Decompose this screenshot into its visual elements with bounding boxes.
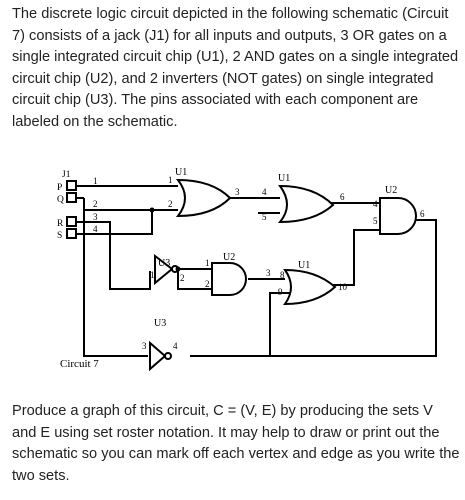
jack-pin-2: 2 bbox=[93, 199, 98, 209]
jack-socket-p bbox=[66, 180, 77, 191]
jack-j1: J1 P Q R S 1 2 3 4 bbox=[57, 170, 98, 241]
wire-q-to-or-a bbox=[83, 198, 178, 211]
jack-input-q: Q bbox=[57, 195, 64, 205]
or-gate-b-pin-5: 5 bbox=[262, 212, 267, 222]
jack-input-r: R bbox=[57, 219, 64, 229]
wires bbox=[83, 185, 437, 357]
and-gate-a-pin-5: 5 bbox=[373, 216, 378, 226]
intro-paragraph: The discrete logic circuit depicted in t… bbox=[12, 6, 459, 130]
wire-and-a-return bbox=[190, 219, 437, 357]
not-gate-b-bubble bbox=[164, 352, 172, 360]
wire-to-not-b bbox=[83, 318, 148, 357]
not-gate-b: U3 3 4 bbox=[142, 318, 178, 372]
task-paragraph: Produce a graph of this circuit, C = (V,… bbox=[12, 403, 460, 484]
not-gate-a-body bbox=[154, 253, 174, 286]
not-gate-a-pin-2: 2 bbox=[180, 273, 185, 283]
or-gate-a-chip-label: U1 bbox=[175, 167, 187, 178]
circuit-caption: Circuit 7 bbox=[60, 358, 99, 370]
not-gate-b-pin-4: 4 bbox=[173, 341, 178, 351]
or-gate-b-pin-4: 4 bbox=[262, 187, 267, 197]
not-gate-a-pin-1: 1 bbox=[150, 270, 155, 280]
wire-not-b-to-or-c bbox=[190, 292, 290, 357]
jack-input-s: S bbox=[57, 231, 62, 241]
and-gate-b-pin-3: 3 bbox=[266, 268, 271, 278]
jack-pin-1: 1 bbox=[93, 176, 98, 186]
or-gate-b: U1 4 5 6 bbox=[262, 173, 345, 224]
jack-socket-s bbox=[66, 228, 77, 239]
or-gate-a-pin-1: 1 bbox=[168, 175, 173, 185]
or-gate-a: U1 1 2 3 bbox=[168, 167, 240, 218]
or-gate-c-pin-8: 8 bbox=[280, 270, 285, 280]
or-gate-b-pin-6: 6 bbox=[340, 192, 345, 202]
or-gate-a-pin-2: 2 bbox=[168, 199, 173, 209]
or-gate-a-pin-3: 3 bbox=[235, 187, 240, 197]
or-gate-a-body bbox=[175, 178, 232, 218]
and-gate-b: U2 1 2 3 bbox=[205, 252, 271, 296]
wire-not-a-branch bbox=[177, 269, 212, 290]
and-gate-a: U2 4 5 6 bbox=[373, 185, 425, 235]
or-gate-c-pin-10: 10 bbox=[338, 282, 348, 292]
jack-pin-3: 3 bbox=[93, 212, 98, 222]
or-gate-c-chip-label: U1 bbox=[298, 260, 310, 271]
and-gate-b-pin-2: 2 bbox=[205, 279, 210, 289]
junction-dot bbox=[175, 266, 181, 272]
and-gate-b-body bbox=[211, 262, 247, 296]
and-gate-a-body bbox=[379, 197, 417, 235]
jack-socket-q bbox=[66, 192, 77, 203]
and-gate-b-pin-1: 1 bbox=[205, 258, 210, 268]
wire-or-c-to-and-a bbox=[332, 229, 380, 286]
not-gate-b-body bbox=[149, 340, 167, 372]
wire-s-to-or-a bbox=[84, 210, 153, 235]
jack-leads bbox=[76, 185, 84, 235]
junction-dot bbox=[149, 207, 155, 213]
and-gate-a-chip-label: U2 bbox=[385, 185, 397, 196]
or-gate-b-chip-label: U1 bbox=[278, 173, 290, 184]
junction-dots bbox=[149, 207, 181, 272]
and-gate-b-chip-label: U2 bbox=[223, 252, 235, 263]
and-gate-a-pin-6: 6 bbox=[420, 209, 425, 219]
jack-label: J1 bbox=[62, 170, 71, 180]
and-gate-a-pin-4: 4 bbox=[373, 199, 378, 209]
wire-r-to-not-a bbox=[84, 221, 151, 290]
not-gate-a-chip-label: U3 bbox=[158, 258, 170, 269]
not-gate-b-chip-label: U3 bbox=[154, 318, 166, 329]
or-gate-c: U1 8 9 10 bbox=[278, 260, 348, 306]
jack-socket-r bbox=[66, 216, 77, 227]
or-gate-b-body bbox=[277, 184, 335, 224]
or-gate-c-body bbox=[283, 268, 337, 306]
or-gate-c-pin-9: 9 bbox=[278, 287, 283, 297]
not-gate-b-pin-3: 3 bbox=[142, 341, 147, 351]
jack-input-p: P bbox=[57, 183, 62, 193]
jack-pin-4: 4 bbox=[93, 224, 98, 234]
